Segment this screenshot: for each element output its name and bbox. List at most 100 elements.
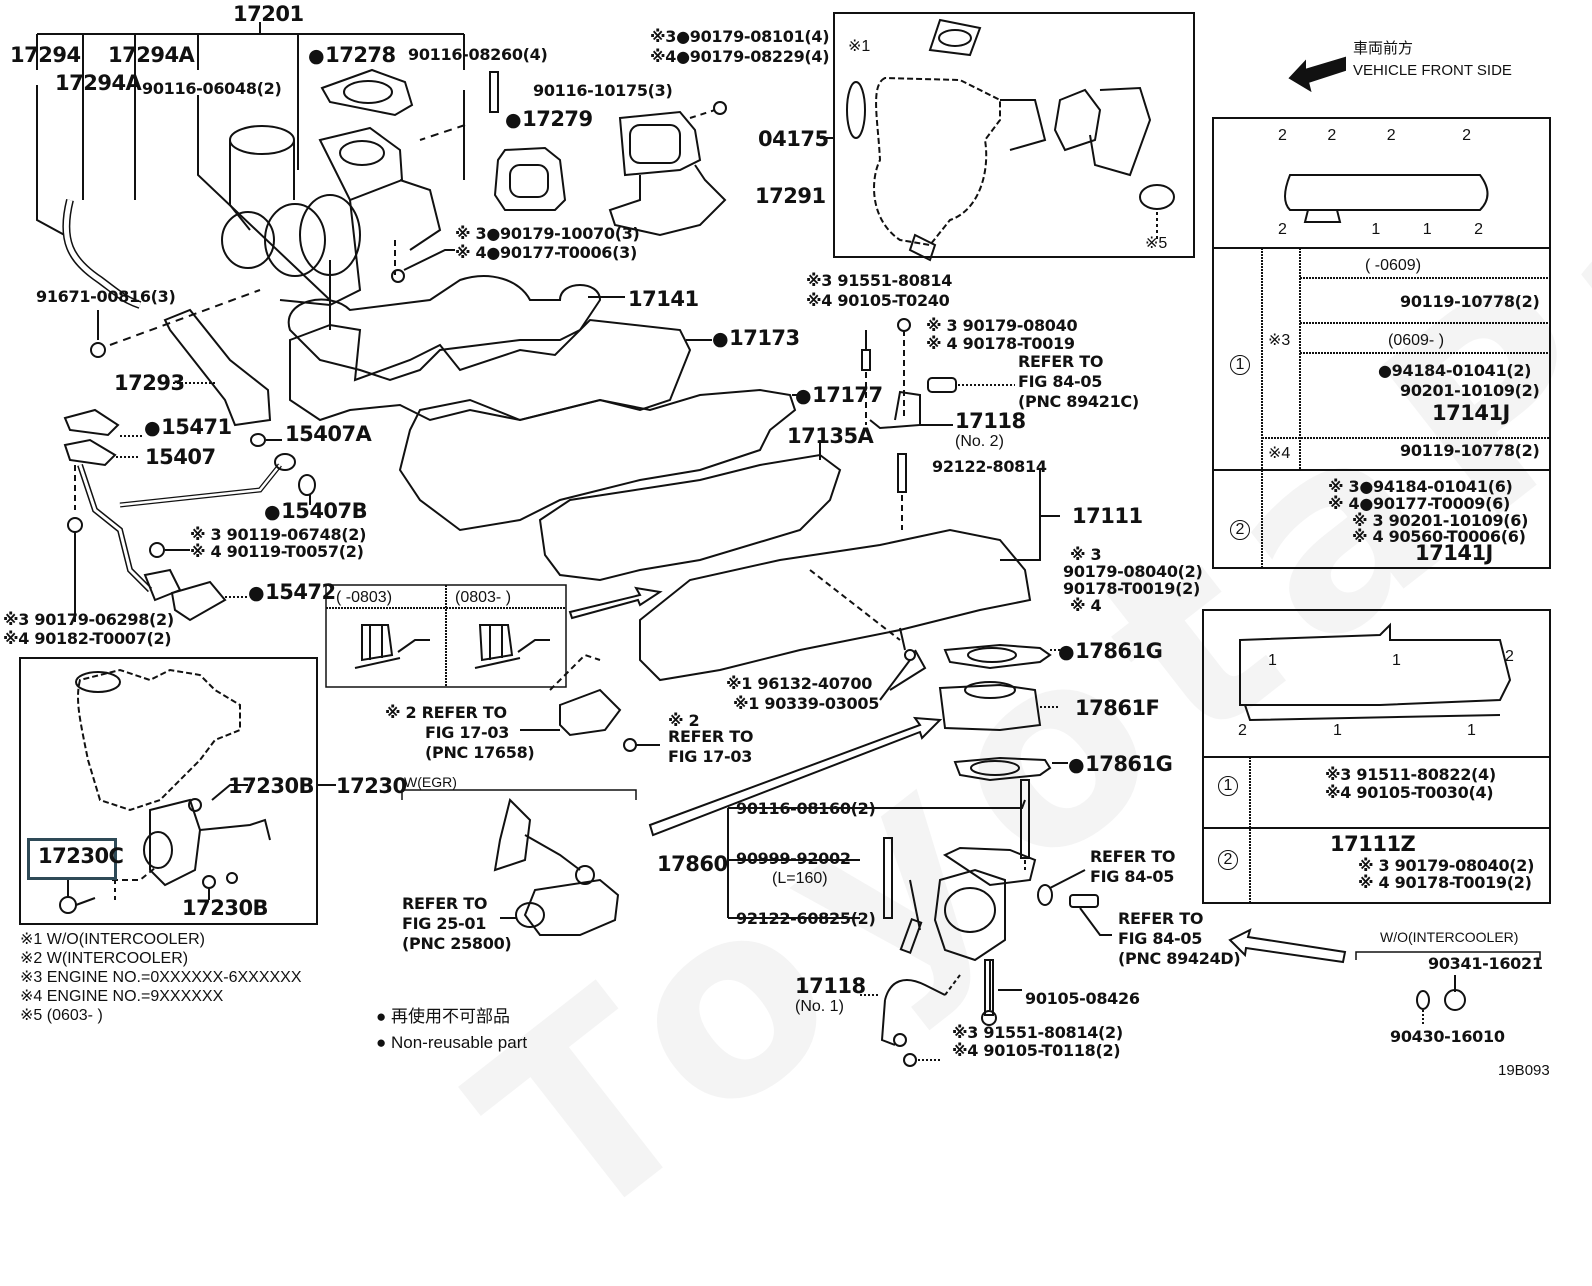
- refer-fig-84-05-b-line2[interactable]: FIG 84-05: [1090, 867, 1175, 886]
- refer-fig-25-01-line1[interactable]: REFER TO: [402, 894, 488, 913]
- part-90177-T0006[interactable]: ※ 4●90177-T0006(3): [455, 243, 637, 262]
- part-17291[interactable]: 17291: [755, 184, 826, 208]
- refer-fig-84-05-pnc[interactable]: (PNC 89421C): [1018, 392, 1139, 411]
- part-15471[interactable]: 15471: [144, 416, 232, 439]
- intake-row1-line2[interactable]: ※4 90105-T0030(4): [1325, 783, 1494, 802]
- nonreusable-legend-en: ● Non-reusable part: [376, 1034, 527, 1052]
- part-17861F[interactable]: 17861F: [1075, 696, 1160, 720]
- part-17118-no1[interactable]: 17118: [795, 974, 866, 998]
- part-91551-80814[interactable]: ※3 91551-80814: [806, 271, 953, 290]
- part-96132-40700[interactable]: ※1 96132-40700: [726, 674, 873, 693]
- part-90179-08101[interactable]: ※3●90179-08101(4): [650, 27, 830, 46]
- part-17111[interactable]: 17111: [1072, 504, 1143, 528]
- part-17135A[interactable]: 17135A: [787, 424, 874, 448]
- refer-fig-84-05-c-line1[interactable]: REFER TO: [1118, 909, 1204, 928]
- part-17230[interactable]: 17230: [336, 774, 407, 798]
- part-90182-T0007[interactable]: ※4 90182-T0007(2): [3, 629, 172, 648]
- part-17201[interactable]: 17201: [233, 2, 304, 26]
- part-90179-10070[interactable]: ※ 3●90179-10070(3): [455, 224, 640, 243]
- part-92122-80814[interactable]: 92122-80814: [932, 457, 1047, 476]
- part-17118-no2[interactable]: 17118: [955, 409, 1026, 433]
- part-17860[interactable]: 17860: [657, 852, 728, 876]
- exhaust-row2-line5[interactable]: 17141J: [1415, 541, 1493, 565]
- exhaust-row1-part-b1[interactable]: ●94184-01041(2): [1378, 361, 1532, 380]
- part-90116-06048[interactable]: 90116-06048(2): [142, 79, 282, 98]
- part-90119-T0057[interactable]: ※ 4 90119-T0057(2): [190, 542, 364, 561]
- refer-fig-84-05-c-pnc[interactable]: (PNC 89424D): [1118, 949, 1241, 968]
- nonreusable-text-en: Non-reusable part: [391, 1033, 528, 1052]
- part-90116-08160[interactable]: 90116-08160(2): [736, 799, 876, 818]
- part-90105-T0240[interactable]: ※4 90105-T0240: [806, 291, 950, 310]
- part-17173[interactable]: 17173: [712, 327, 800, 350]
- part-17230B[interactable]: 17230B: [182, 896, 269, 920]
- intake-row2-line3[interactable]: ※ 4 90178-T0019(2): [1358, 873, 1532, 892]
- part-90105-08426[interactable]: 90105-08426: [1025, 989, 1140, 1008]
- intake-row2-line2[interactable]: ※ 3 90179-08040(2): [1358, 856, 1535, 875]
- intake-row1-line1[interactable]: ※3 91511-80822(4): [1325, 765, 1496, 784]
- part-17293[interactable]: 17293: [114, 371, 185, 395]
- part-17230C[interactable]: 17230C: [38, 844, 124, 868]
- part-90179-08229[interactable]: ※4●90179-08229(4): [650, 47, 830, 66]
- exhaust-row2-line3[interactable]: ※ 3 90201-10109(6): [1352, 511, 1529, 530]
- part-17861G[interactable]: 17861G: [1068, 753, 1173, 776]
- part-04175[interactable]: 04175: [758, 127, 829, 151]
- part-90999-92002[interactable]: 90999-92002: [736, 849, 851, 868]
- part-15407A[interactable]: 15407A: [285, 422, 372, 446]
- refer-fig-84-05-line2[interactable]: FIG 84-05: [1018, 372, 1103, 391]
- exhaust-row2-line1[interactable]: ※ 3●94184-01041(6): [1328, 477, 1513, 496]
- refer-fig-17-03-b-line1[interactable]: REFER TO: [668, 727, 754, 746]
- part-90119-06748[interactable]: ※ 3 90119-06748(2): [190, 525, 367, 544]
- egr-label: W(EGR): [404, 774, 457, 790]
- exhaust-row1-part-a[interactable]: 90119-10778(2): [1400, 292, 1540, 311]
- note-3-marker: ※ 3: [1070, 545, 1102, 564]
- callout-circle: 2: [1386, 127, 1396, 144]
- refer-fig-84-05-line1[interactable]: REFER TO: [1018, 352, 1104, 371]
- part-15472[interactable]: 15472: [248, 581, 336, 604]
- part-17279[interactable]: 17279: [505, 108, 593, 131]
- part-17177[interactable]: 17177: [795, 384, 883, 407]
- date-range-after-0803: (0803- ): [455, 589, 512, 606]
- part-17861G[interactable]: 17861G: [1058, 640, 1163, 663]
- direction-label-en: VEHICLE FRONT SIDE: [1353, 62, 1512, 79]
- note-4-marker: ※ 4: [1070, 596, 1102, 615]
- part-90178-T0019-2[interactable]: 90178-T0019(2): [1063, 579, 1200, 598]
- legend-note-5: ※5 (0603- ): [20, 1007, 103, 1024]
- legend-note-3: ※3 ENGINE NO.=0XXXXXX-6XXXXXX: [20, 969, 302, 986]
- exhaust-row1-part-c[interactable]: 90119-10778(2): [1400, 441, 1540, 460]
- exhaust-row1-part-b2[interactable]: 90201-10109(2): [1400, 381, 1540, 400]
- legend-note-2: ※2 W(INTERCOOLER): [20, 950, 189, 967]
- part-15407[interactable]: 15407: [145, 445, 216, 469]
- part-17278[interactable]: 17278: [308, 44, 396, 67]
- refer-fig-84-05-c-line2[interactable]: FIG 84-05: [1118, 929, 1203, 948]
- exhaust-row2-line2[interactable]: ※ 4●90177-T0009(6): [1328, 494, 1510, 513]
- refer-fig-17-03-pnc[interactable]: (PNC 17658): [425, 743, 535, 762]
- part-90179-08040-2[interactable]: 90179-08040(2): [1063, 562, 1203, 581]
- refer-fig-17-03-b-line2[interactable]: FIG 17-03: [668, 747, 753, 766]
- part-90178-T0019[interactable]: ※ 4 90178-T0019: [926, 334, 1075, 353]
- part-90341-16021[interactable]: 90341-16021: [1428, 954, 1543, 973]
- exhaust-row1-part-b3[interactable]: 17141J: [1432, 401, 1510, 425]
- refer-fig-25-01-pnc[interactable]: (PNC 25800): [402, 934, 512, 953]
- part-92122-60825[interactable]: 92122-60825(2): [736, 909, 876, 928]
- part-91551-80814-2[interactable]: ※3 91551-80814(2): [952, 1023, 1123, 1042]
- part-90339-03005[interactable]: ※1 90339-03005: [733, 694, 880, 713]
- part-90116-08260[interactable]: 90116-08260(4): [408, 45, 548, 64]
- part-90430-16010[interactable]: 90430-16010: [1390, 1027, 1505, 1046]
- part-91671-00816[interactable]: 91671-00816(3): [36, 287, 176, 306]
- part-90179-06298[interactable]: ※3 90179-06298(2): [3, 610, 174, 629]
- part-90179-08040[interactable]: ※ 3 90179-08040: [926, 316, 1078, 335]
- part-17294[interactable]: 17294: [10, 43, 81, 67]
- part-17294A[interactable]: 17294A: [108, 43, 195, 67]
- refer-fig-17-03-line1[interactable]: ※ 2 REFER TO: [385, 703, 507, 722]
- part-90105-T0118[interactable]: ※4 90105-T0118(2): [952, 1041, 1121, 1060]
- refer-fig-25-01-line2[interactable]: FIG 25-01: [402, 914, 487, 933]
- refer-fig-84-05-b-line1[interactable]: REFER TO: [1090, 847, 1176, 866]
- intake-row2-line1[interactable]: 17111Z: [1330, 832, 1416, 856]
- part-17141[interactable]: 17141: [628, 287, 699, 311]
- exhaust-row2-line4[interactable]: ※ 4 90560-T0006(6): [1352, 527, 1526, 546]
- refer-fig-17-03-line2[interactable]: FIG 17-03: [425, 723, 510, 742]
- part-17294A[interactable]: 17294A: [55, 71, 142, 95]
- part-90116-10175[interactable]: 90116-10175(3): [533, 81, 673, 100]
- part-17230B[interactable]: 17230B: [228, 774, 315, 798]
- part-15407B[interactable]: 15407B: [264, 500, 368, 523]
